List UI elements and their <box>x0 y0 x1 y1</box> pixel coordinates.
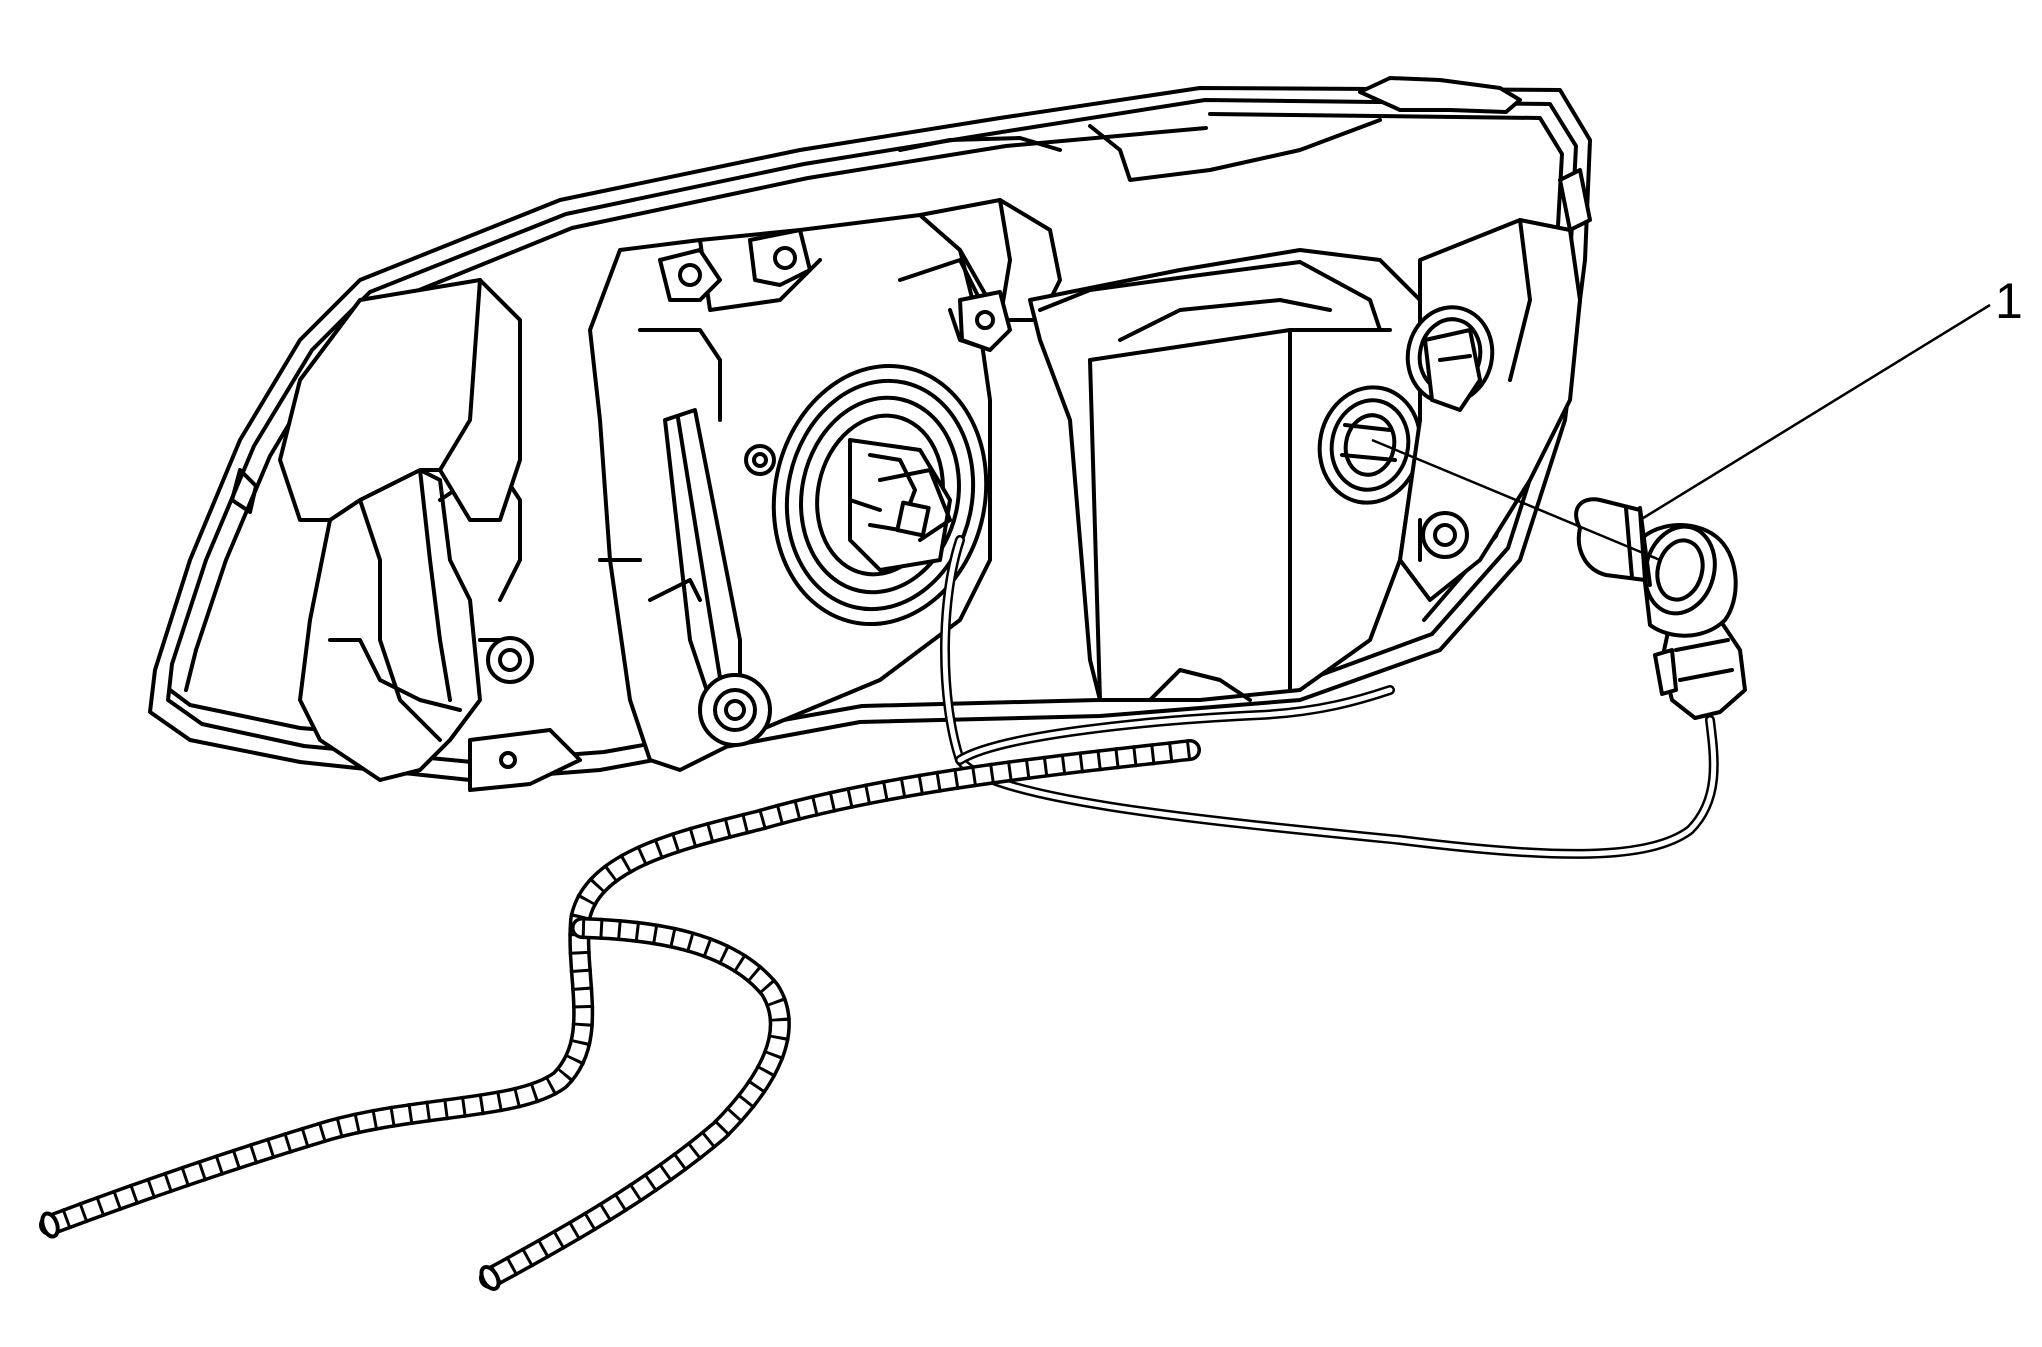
wiring-harness <box>39 739 1201 1291</box>
callout-1-leader-line <box>1371 303 1991 562</box>
low-beam-bulb-socket <box>771 363 989 627</box>
high-beam-housing-box <box>1028 248 1422 702</box>
high-beam-socket-opening <box>1317 385 1423 505</box>
bulb-socket-wire <box>940 535 1719 859</box>
housing-side-wall <box>278 278 522 522</box>
callout-1-label: 1 <box>1995 273 2023 329</box>
detached-bulb-and-socket <box>1574 497 1747 720</box>
turn-signal-socket-area <box>1398 168 1592 602</box>
lower-left-mounting-bracket <box>298 468 582 792</box>
callout-1: 1 <box>1371 273 2023 562</box>
